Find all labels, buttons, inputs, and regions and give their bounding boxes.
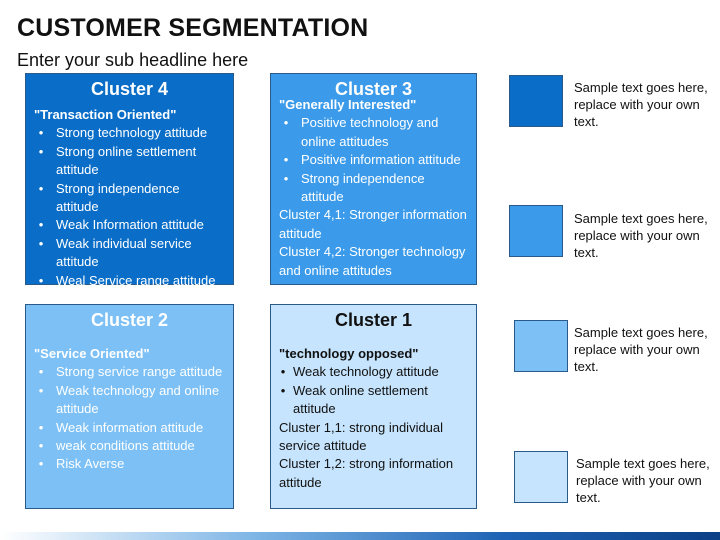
list-item: •Weak technology and online attitude [34,382,225,419]
bullet-icon: • [38,180,44,196]
cluster-2-title: Cluster 2 [90,310,169,330]
list-item: •Strong online settlement attitude [34,143,225,180]
bullet-icon: • [38,382,44,398]
list-item: •Strong technology attitude [34,124,225,142]
page-title: CUSTOMER SEGMENTATION [17,14,369,42]
bullet-icon: • [38,143,44,159]
bullet-icon: • [283,152,289,168]
cluster-2-tag: "Service Oriented" [34,346,150,361]
cluster-3-bullets: •Positive technology and online attitude… [279,114,468,206]
cluster-4-bullets: •Strong technology attitude •Strong onli… [34,124,225,290]
cluster-3-title: Cluster 3 [334,79,413,99]
cluster-4-title: Cluster 4 [90,79,169,99]
cluster-3-tag: "Generally Interested" [279,97,417,112]
legend-text-4: Sample text goes here, replace with your… [576,456,710,505]
legend-text-2: Sample text goes here, replace with your… [574,211,708,260]
bullet-icon: • [38,419,44,435]
legend-swatch-3 [514,320,568,372]
cluster-1-note-1: Cluster 1,1: strong individual service a… [279,419,444,454]
bullet-icon: • [283,115,289,131]
list-item: •Weak information attitude [34,419,225,437]
cluster-3-note-1: Cluster 4,1: Stronger information attitu… [279,207,467,241]
legend-text-3: Sample text goes here, replace with your… [574,325,708,374]
cluster-1-tag: "technology opposed" [279,346,419,361]
legend-text-1: Sample text goes here, replace with your… [574,80,708,129]
page-subtitle: Enter your sub headline here [17,50,249,70]
list-item: •Weak online settlement attitude [280,382,428,417]
bullet-icon: • [38,364,44,380]
list-item: •Weal Service range attitude [34,272,225,290]
bullet-icon: • [283,170,289,186]
cluster-3-note-2: Cluster 4,2: Stronger technology and onl… [279,244,466,278]
list-item: •Weak individual service attitude [34,235,225,272]
cluster-2-bullets: •Strong service range attitude •Weak tec… [34,363,225,473]
list-item: •Strong service range attitude [34,363,225,381]
bullet-icon: • [38,438,44,454]
legend-swatch-4 [514,451,568,503]
list-item: •Weak Information attitude [34,216,225,234]
footer-gradient-band [0,532,720,540]
bullet-icon: • [280,364,286,380]
cluster-4-tag: "Transaction Oriented" [34,107,177,122]
bullet-icon: • [280,382,286,398]
list-item: •Positive information attitude [279,151,468,169]
bullet-icon: • [38,456,44,472]
cluster-2-box: Cluster 2 "Service Oriented" •Strong ser… [25,304,234,509]
legend-swatch-2 [509,205,563,257]
list-item: •Positive technology and online attitude… [279,114,468,151]
bullet-icon: • [38,125,44,141]
bullet-icon: • [38,235,44,251]
cluster-3-box: Cluster 3 "Generally Interested" •Positi… [270,73,477,285]
bullet-icon: • [38,217,44,233]
cluster-1-box: Cluster 1 "technology opposed" •Weak tec… [270,304,477,509]
cluster-1-bullets: •Weak technology attitude •Weak online s… [279,363,468,418]
cluster-4-box: Cluster 4 "Transaction Oriented" •Strong… [25,73,234,288]
list-item: •Risk Averse [34,455,225,473]
list-item: •weak conditions attitude [34,437,225,455]
list-item: •Weak technology attitude [279,363,468,381]
list-item: •Strong independence attitude [279,170,468,207]
cluster-1-note-2: Cluster 1,2: strong information attitude [279,456,454,490]
bullet-icon: • [38,272,44,288]
legend-swatch-1 [509,75,563,127]
cluster-1-title: Cluster 1 [334,310,413,330]
list-item: •Strong independence attitude [34,180,225,217]
